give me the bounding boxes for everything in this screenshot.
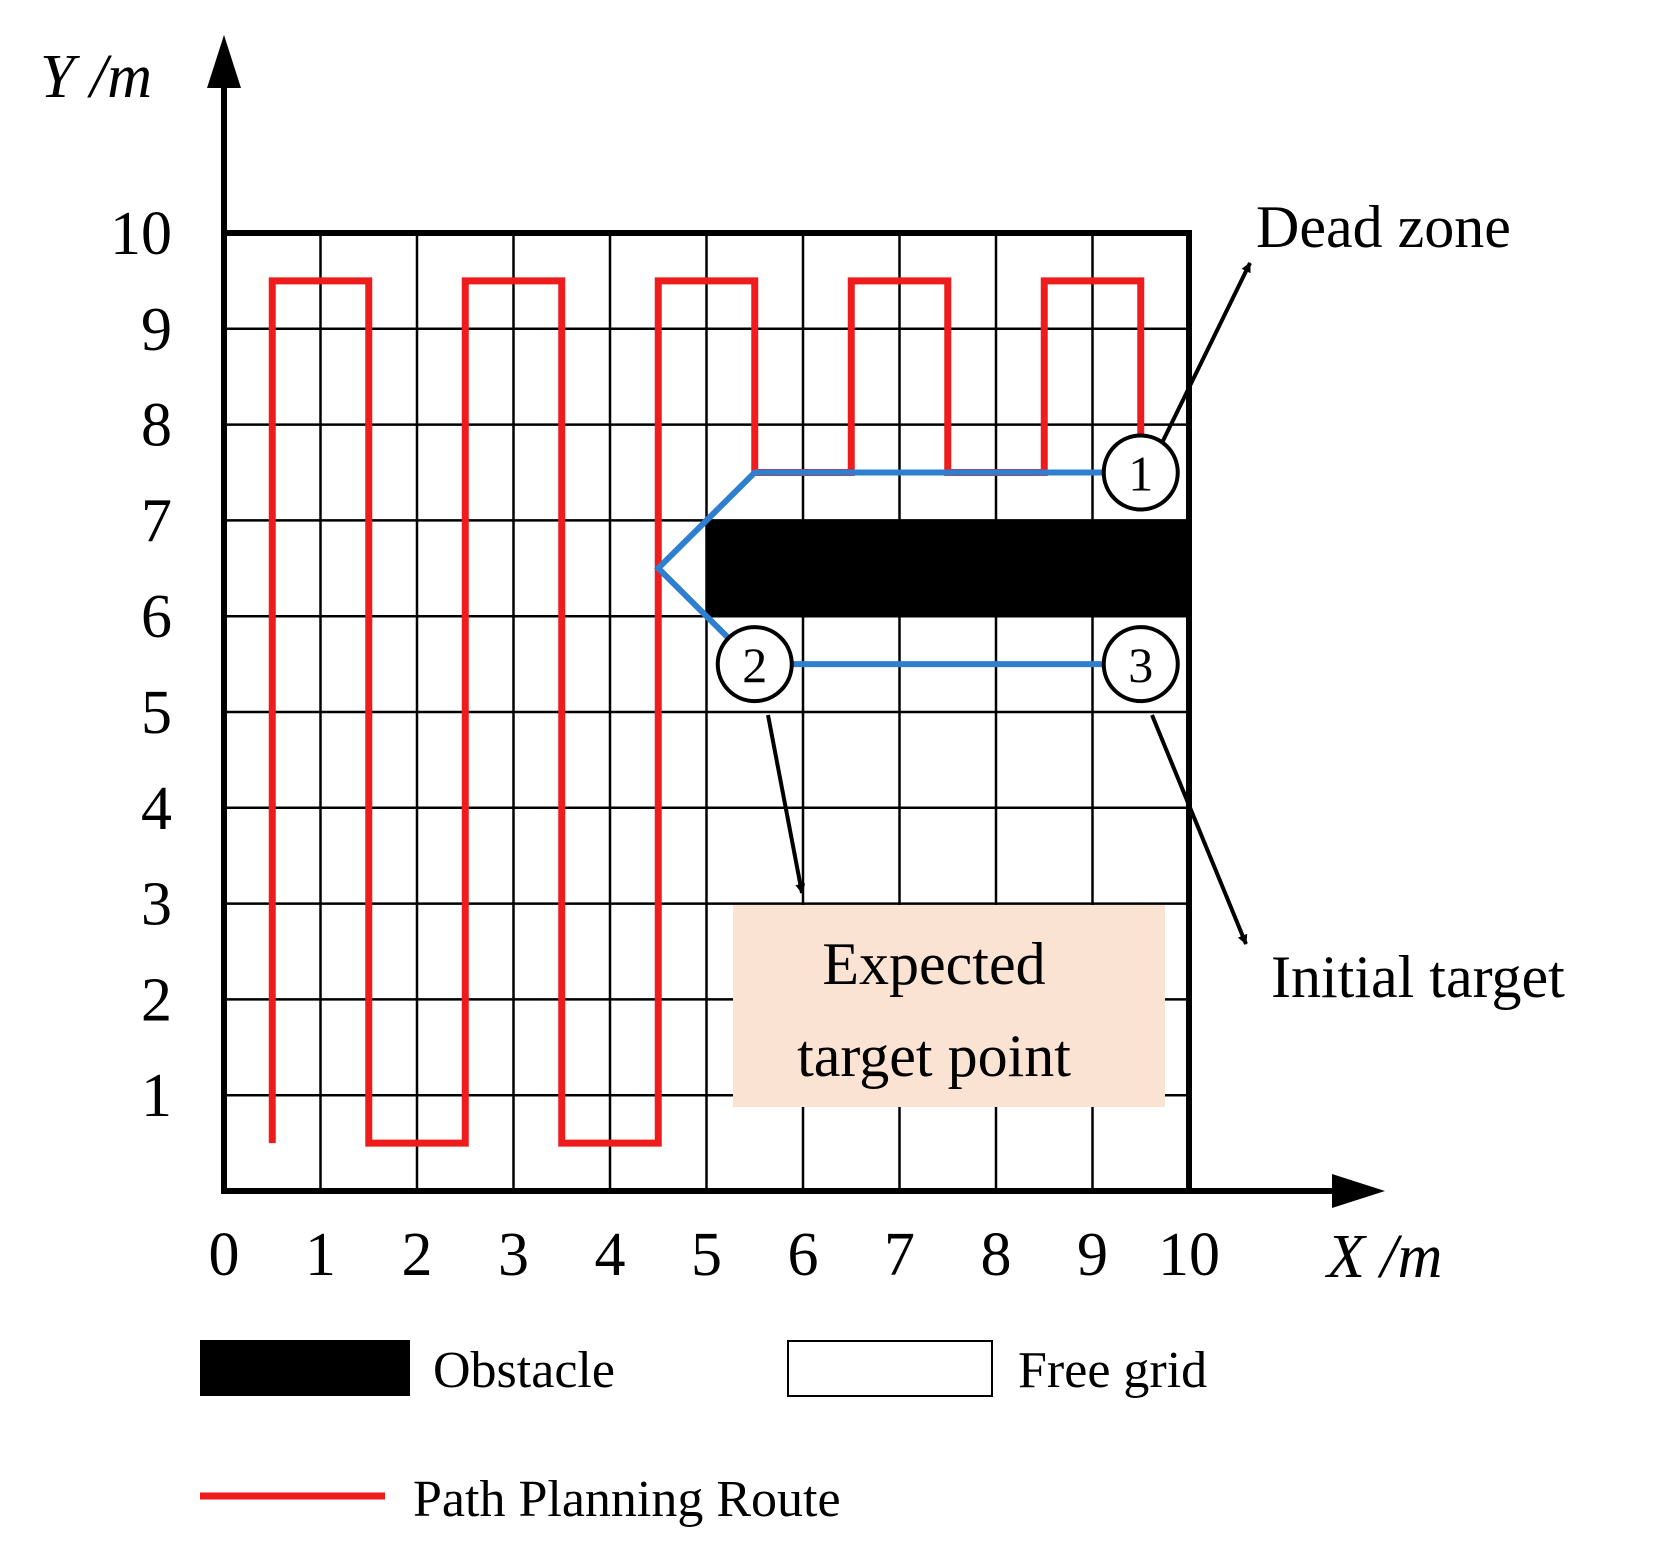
y-tick-label: 7: [141, 487, 172, 555]
x-tick-label: 0: [209, 1221, 240, 1289]
marker-number: 1: [1128, 446, 1153, 502]
obstacle-region: [706, 520, 1189, 617]
legend-route-label: Path Planning Route: [413, 1471, 841, 1528]
marker-3: 3: [1101, 625, 1180, 704]
y-tick-label: 4: [141, 775, 172, 843]
x-tick-label: 3: [498, 1221, 529, 1289]
marker-circle: [1101, 433, 1180, 512]
marker-circle: [1101, 625, 1180, 704]
y-tick-label: 1: [141, 1062, 172, 1130]
initial-target-arrow: [1150, 714, 1248, 945]
x-axis-arrowhead: [1332, 1174, 1385, 1208]
legend-obstacle-label: Obstacle: [433, 1342, 615, 1399]
expected-target-label-line1: Expected: [822, 931, 1045, 997]
x-tick-label: 7: [884, 1221, 915, 1289]
markers: 1 2 3: [715, 433, 1180, 704]
legend: Obstacle Free grid Path Planning Route: [200, 1340, 1207, 1528]
marker-number: 2: [742, 637, 767, 693]
grid-frame: [224, 230, 1192, 1191]
marker-circle: [715, 625, 794, 704]
x-tick-label: 9: [1077, 1221, 1108, 1289]
y-tick-label: 5: [141, 679, 172, 747]
dead-zone-label: Dead zone: [1256, 194, 1511, 260]
marker-2: 2: [715, 625, 794, 704]
marker-number: 3: [1128, 637, 1153, 693]
legend-free-grid-label: Free grid: [1018, 1342, 1207, 1399]
initial-target-label: Initial target: [1271, 944, 1565, 1010]
x-tick-label: 5: [691, 1221, 722, 1289]
x-tick-label: 4: [595, 1221, 626, 1289]
y-axis-label: Y /m: [40, 43, 152, 111]
expected-target-label-line2: target point: [797, 1023, 1071, 1089]
x-tick-label: 8: [981, 1221, 1012, 1289]
y-tick-label: 6: [141, 583, 172, 651]
callout-arrows: [766, 262, 1252, 945]
obstacle-block: [706, 520, 1189, 617]
x-axis-label: X /m: [1324, 1223, 1442, 1291]
y-tick-label: 8: [141, 392, 172, 460]
x-tick-label: 10: [1158, 1221, 1220, 1289]
x-tick-label: 1: [305, 1221, 336, 1289]
y-tick-label: 3: [141, 871, 172, 939]
expected-target-arrow: [766, 714, 806, 894]
legend-free-grid-swatch: [787, 1340, 993, 1397]
y-axis-arrowhead: [207, 35, 241, 88]
y-tick-label: 10: [110, 200, 172, 268]
legend-obstacle-swatch: [200, 1340, 410, 1396]
expected-target-box: [733, 905, 1165, 1107]
marker-1: 1: [1101, 433, 1180, 512]
expected-target-box-layer: [733, 905, 1165, 1107]
x-tick-label: 2: [402, 1221, 433, 1289]
y-tick-label: 9: [141, 296, 172, 364]
dead-zone-arrow: [1158, 262, 1252, 448]
x-tick-label: 6: [788, 1221, 819, 1289]
y-tick-label: 2: [141, 966, 172, 1034]
